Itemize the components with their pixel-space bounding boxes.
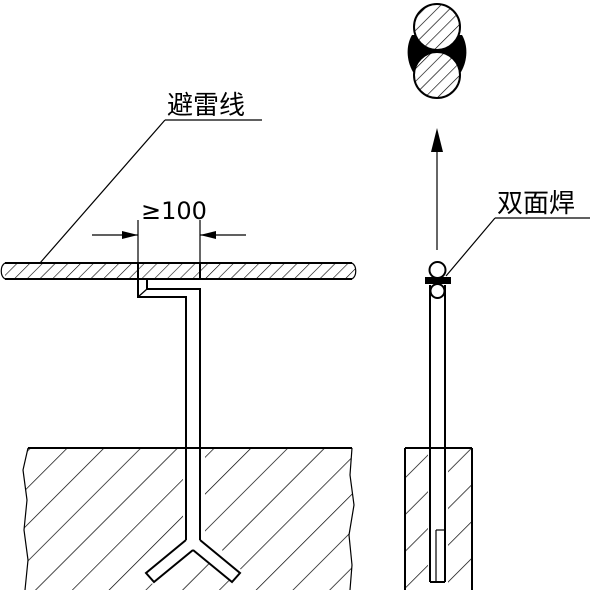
down-conductor: [137, 279, 201, 540]
weld-leader: [445, 217, 590, 277]
weld-joint: [425, 261, 451, 299]
dimension-label: ≥100: [141, 197, 207, 225]
ground-block-left: [22, 447, 355, 591]
weld-cross-section: [407, 3, 467, 99]
ground-block-right: [404, 447, 473, 590]
lightning-wire-leader: [39, 119, 262, 264]
y-electrode: [144, 539, 242, 584]
dimension-marker: [92, 220, 246, 262]
view-arrow: [431, 128, 443, 250]
lightning-wire-label: 避雷线: [167, 91, 245, 121]
vertical-rod: [429, 285, 446, 583]
lap-joint: [137, 262, 201, 280]
double-side-weld-label: 双面焊: [497, 189, 575, 219]
